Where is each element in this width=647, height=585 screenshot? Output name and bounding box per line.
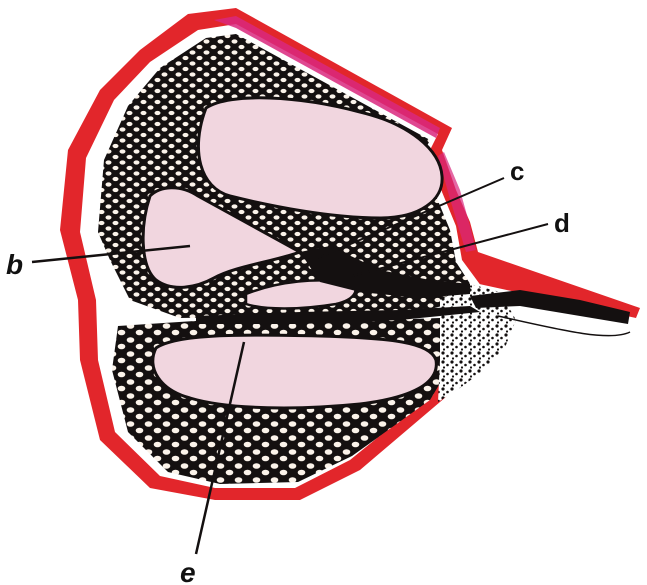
label-e: e xyxy=(180,557,196,585)
label-b: b xyxy=(6,249,23,280)
label-d: d xyxy=(554,208,570,238)
scala-vestibuli-lower xyxy=(153,335,437,408)
label-c: c xyxy=(510,156,524,186)
